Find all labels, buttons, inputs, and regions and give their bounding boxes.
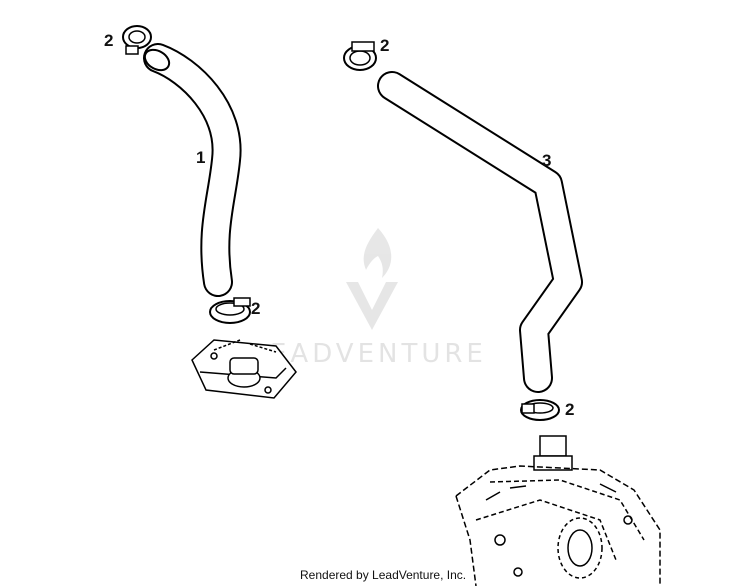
- callout-clamp-top-right: 2: [380, 36, 389, 55]
- hose-3: [377, 71, 583, 393]
- callout-clamp-top-left: 2: [104, 31, 113, 50]
- flame-logo-icon: [363, 228, 392, 278]
- clamp-top-left: [122, 25, 152, 55]
- thermostat-housing: [191, 339, 297, 399]
- clamp-mid-left: [209, 297, 251, 324]
- callout-clamp-mid-left: 2: [251, 299, 260, 318]
- v-logo-icon: [346, 282, 398, 330]
- leadventure-watermark: EADVENTURE: [270, 228, 487, 369]
- callout-hose-3: 3: [542, 151, 551, 170]
- clamp-top-right: [343, 41, 377, 71]
- watermark-text: EADVENTURE: [270, 339, 487, 369]
- clamp-bottom-right: [520, 399, 560, 421]
- callout-hose-1: 1: [196, 148, 205, 167]
- hose-1: [143, 43, 242, 297]
- callout-clamp-bottom-right: 2: [565, 400, 574, 419]
- footer-credit: Rendered by LeadVenture, Inc.: [300, 568, 467, 582]
- engine-block: [455, 435, 661, 586]
